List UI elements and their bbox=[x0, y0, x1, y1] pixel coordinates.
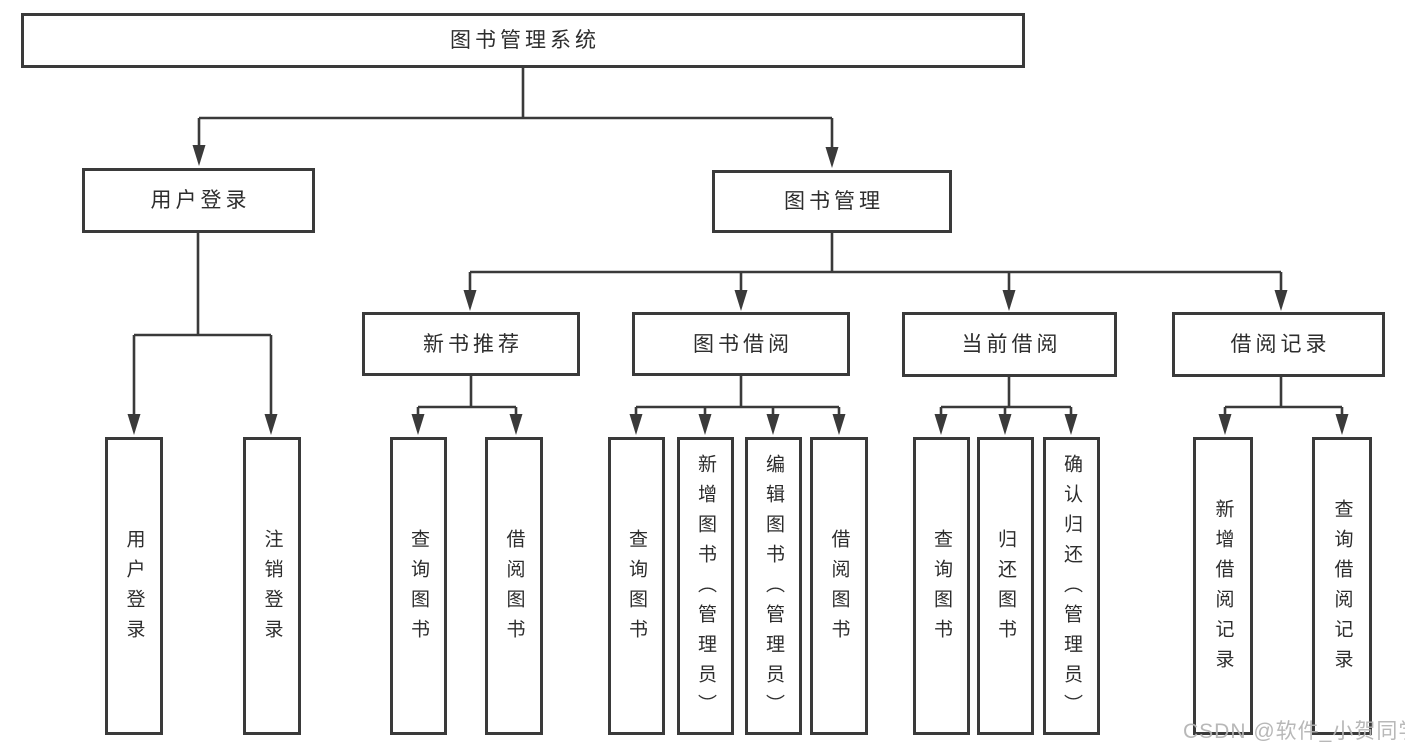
leaf-add-books-admin: 新增图书（管理员） bbox=[677, 437, 734, 735]
connector-user-login-to-leaves bbox=[132, 233, 273, 421]
connector-borrowing-records bbox=[1223, 377, 1344, 421]
leaf-confirm-return-admin: 确认归还（管理员） bbox=[1043, 437, 1100, 735]
leaf-query-books-recommend: 查询图书 bbox=[390, 437, 447, 735]
leaf-query-books-current: 查询图书 bbox=[913, 437, 970, 735]
connector-book-management-to-level3 bbox=[468, 233, 1283, 297]
leaf-borrow-books-recommend: 借阅图书 bbox=[485, 437, 543, 735]
connector-root-to-level2 bbox=[197, 68, 834, 154]
leaf-logout: 注销登录 bbox=[243, 437, 301, 735]
leaf-borrow-books: 借阅图书 bbox=[810, 437, 868, 735]
leaf-query-borrow-record: 查询借阅记录 bbox=[1312, 437, 1372, 735]
leaf-user-login: 用户登录 bbox=[105, 437, 163, 735]
node-user-login: 用户登录 bbox=[82, 168, 315, 233]
leaf-query-books-borrowing: 查询图书 bbox=[608, 437, 665, 735]
connector-new-book-recommend bbox=[416, 376, 518, 421]
node-root: 图书管理系统 bbox=[21, 13, 1025, 68]
node-new-book-recommend: 新书推荐 bbox=[362, 312, 580, 376]
node-current-borrowing: 当前借阅 bbox=[902, 312, 1117, 377]
connector-book-borrowing bbox=[634, 376, 841, 421]
node-book-management: 图书管理 bbox=[712, 170, 952, 233]
leaf-return-books: 归还图书 bbox=[977, 437, 1034, 735]
leaf-edit-books-admin: 编辑图书（管理员） bbox=[745, 437, 802, 735]
node-borrowing-records: 借阅记录 bbox=[1172, 312, 1385, 377]
arrowheads bbox=[127, 145, 1349, 435]
node-book-borrowing: 图书借阅 bbox=[632, 312, 850, 376]
watermark: CSDN @软件_小贺同学 bbox=[1183, 720, 1405, 743]
leaf-add-borrow-record: 新增借阅记录 bbox=[1193, 437, 1253, 735]
